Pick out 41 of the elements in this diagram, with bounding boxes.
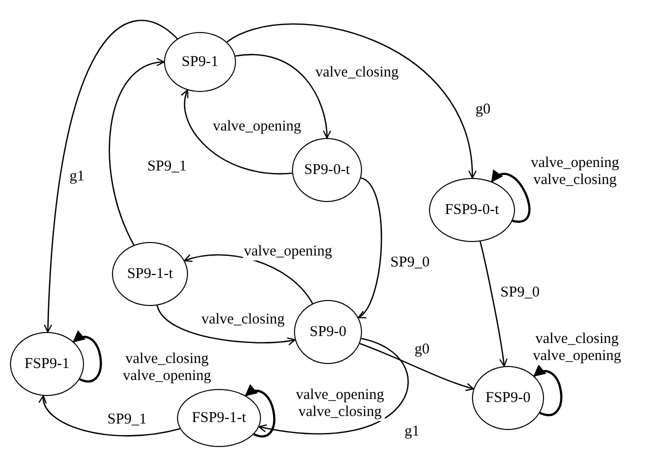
arrow	[258, 338, 408, 434]
arrow	[480, 241, 508, 367]
edge-label: g1	[404, 424, 420, 440]
edge-label: valve_closing	[314, 64, 400, 82]
state-name: FSP9-1	[24, 355, 70, 373]
self-loop-arrow	[244, 384, 276, 438]
edge-label: g0	[474, 102, 492, 118]
arrow	[358, 177, 382, 318]
arrow	[360, 342, 474, 391]
edge-label: g0	[414, 342, 430, 358]
arrow	[226, 23, 476, 179]
arrow	[40, 395, 180, 436]
edge-label: SP9_1	[146, 158, 188, 176]
edge-label: valve_opening valve_closing	[294, 387, 386, 421]
state-name: FSP9-0-t	[444, 201, 500, 219]
state-name: SP9-1-t	[127, 265, 173, 283]
edge-label: SP9_0	[499, 284, 541, 302]
state-name: FSP9-1-t	[192, 409, 246, 427]
arrow	[108, 58, 165, 246]
edge-label: g1	[68, 168, 86, 186]
state-circle	[164, 32, 236, 92]
self-loop-arrow	[491, 170, 530, 223]
edge-label: valve_opening valve_closing	[530, 155, 620, 189]
arrow	[184, 254, 314, 304]
edge-label: valve_closing valve_opening	[122, 351, 212, 385]
state-name: SP9-0-t	[304, 161, 350, 179]
arrow	[156, 305, 296, 346]
state-name: FSP9-0	[485, 389, 531, 407]
self-loop-arrow	[533, 365, 562, 416]
state-name: SP9-1	[182, 53, 218, 71]
edge-label: valve_opening	[212, 118, 302, 136]
arrow	[44, 20, 178, 333]
edge-label: valve_closing valve_opening	[532, 331, 622, 365]
state-name: SP9-0	[310, 323, 346, 341]
edge-label: SP9_1	[106, 412, 148, 428]
edge-label: valve_opening	[242, 244, 334, 260]
arrow	[235, 54, 331, 139]
edge-label: SP9_0	[389, 254, 431, 272]
arrow	[181, 90, 292, 174]
edge-label: valve_closing	[200, 312, 286, 328]
self-loop-arrow	[72, 331, 102, 382]
